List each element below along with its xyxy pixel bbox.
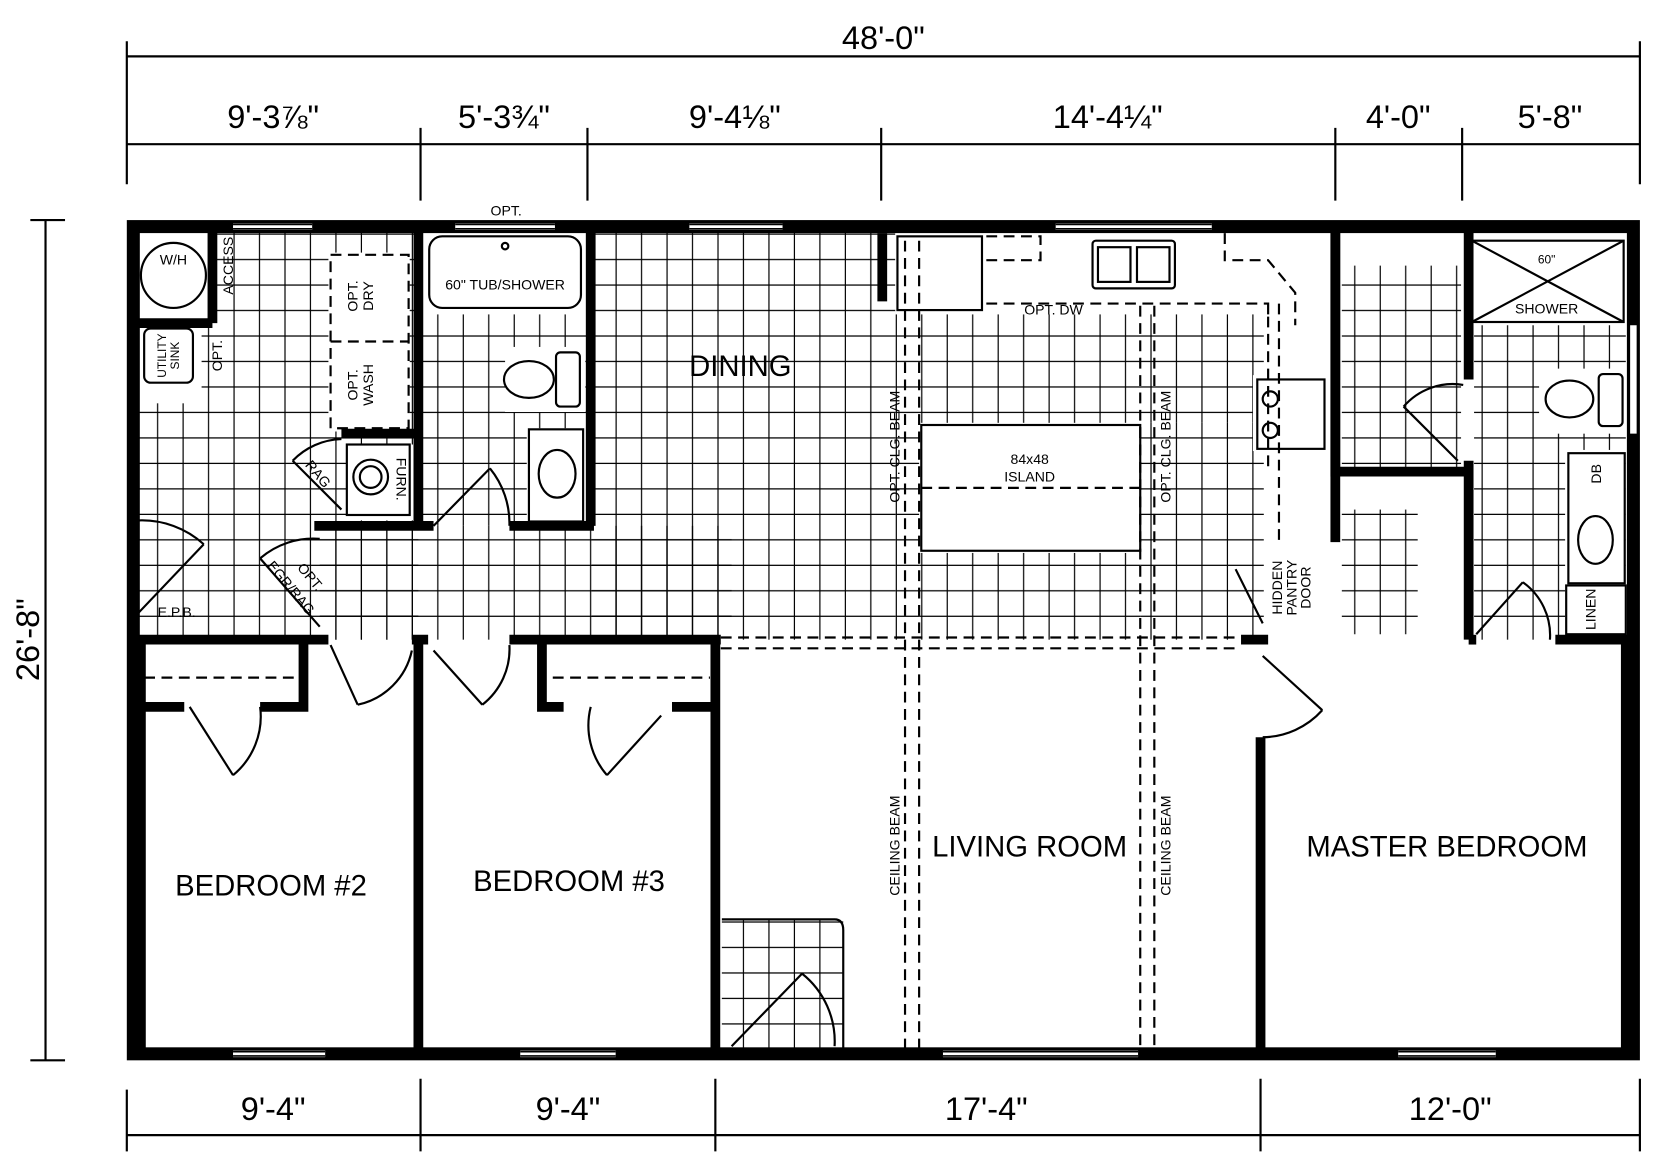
dimensions: 48'-0" 9'-3⅞" 5'-3¾" 9'-4⅛" 14'-4¼" 4'-0…: [10, 20, 1582, 1127]
sink-icon: [537, 448, 577, 499]
water-heater-icon: [139, 241, 208, 309]
label-tub-shower: 60" TUB/SHOWER: [445, 276, 565, 292]
overall-width: 48'-0": [842, 20, 925, 56]
bottom-dim-1: 9'-4": [241, 1091, 306, 1127]
room-dining: DINING: [689, 351, 791, 383]
label-epb: E.P.B.: [158, 604, 196, 620]
label-opt-utility: OPT.: [209, 340, 225, 371]
room-living: LIVING ROOM: [932, 831, 1127, 863]
range-icon: [1256, 378, 1326, 450]
top-dim-4: 14'-4¼": [1053, 99, 1163, 135]
label-linen: LINEN: [1582, 589, 1598, 630]
label-island-size: 84x48: [1011, 451, 1050, 467]
label-opt-dw: OPT. DW: [1024, 301, 1083, 317]
fixtures: [139, 235, 1627, 636]
utility-sink-icon: [143, 327, 195, 384]
label-opt-dry-2: DRY: [360, 281, 376, 311]
windows: [233, 223, 1637, 1058]
room-bedroom-2: BEDROOM #2: [175, 871, 367, 903]
top-dim-6: 5'-8": [1518, 99, 1583, 135]
top-dim-3: 9'-4⅛": [689, 99, 781, 135]
label-hidden: HIDDEN: [1269, 561, 1285, 615]
label-pantry: PANTRY: [1283, 559, 1299, 615]
label-db: DB: [1588, 464, 1604, 484]
label-island: ISLAND: [1004, 468, 1055, 484]
label-opt-clg-beam-right: OPT. CLG. BEAM: [1158, 391, 1174, 503]
toilet-icon: [502, 359, 555, 399]
furnace-icon: [345, 443, 411, 517]
interior-walls: [133, 227, 1634, 1054]
label-opt-clg-beam-left: OPT. CLG. BEAM: [887, 391, 903, 503]
top-dim-1: 9'-3⅞": [227, 99, 319, 135]
top-dim-5: 4'-0": [1366, 99, 1431, 135]
label-water-heater: W/H: [160, 252, 187, 268]
label-access: ACCESS: [220, 237, 236, 295]
label-ceiling-beam-right: CEILING BEAM: [1158, 796, 1174, 896]
room-bedroom-3: BEDROOM #3: [473, 866, 665, 898]
label-opt-dry-1: OPT.: [345, 280, 361, 311]
overall-depth: 26'-8": [10, 598, 46, 681]
label-shower: SHOWER: [1515, 300, 1578, 316]
label-utility: UTILITY: [155, 333, 169, 377]
label-ceiling-beam-left: CEILING BEAM: [887, 796, 903, 896]
label-opt-wash-1: OPT.: [345, 369, 361, 400]
kitchen-sink-icon: [1091, 239, 1176, 290]
label-opt-wash-2: WASH: [360, 364, 376, 406]
shower-icon: [1470, 239, 1625, 324]
label-furnace: FURN.: [394, 458, 410, 501]
label-shower-size: 60": [1538, 252, 1555, 266]
dimension-lines: [30, 41, 1641, 1152]
bottom-dim-2: 9'-4": [536, 1091, 601, 1127]
bottom-dim-3: 17'-4": [945, 1091, 1028, 1127]
label-sink: SINK: [168, 342, 182, 370]
bathtub-icon: [428, 235, 583, 309]
top-dim-2: 5'-3¾": [458, 99, 550, 135]
bottom-dim-4: 12'-0": [1409, 1091, 1492, 1127]
label-opt-window: OPT.: [491, 203, 522, 219]
doors: [137, 383, 1552, 1047]
room-master-bedroom: MASTER BEDROOM: [1306, 831, 1587, 863]
label-door: DOOR: [1297, 566, 1313, 608]
